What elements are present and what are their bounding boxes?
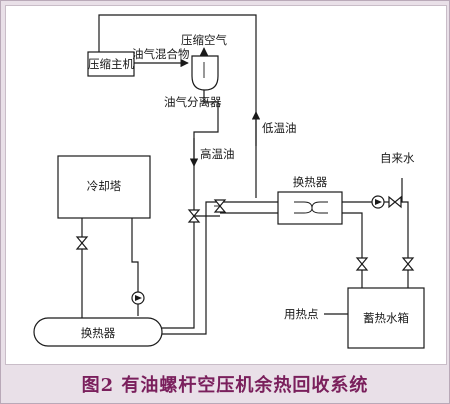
- pipe-cooling-left: [46, 218, 83, 329]
- oil-gas-mixture-label: 油气混合物: [132, 47, 190, 61]
- low-temp-oil-label: 低温油: [262, 121, 297, 135]
- valve-tank-right: [401, 257, 415, 271]
- compressed-air-label: 压缩空气: [181, 33, 227, 47]
- pipe-top-loop: [98, 14, 257, 198]
- pump-upper-loop: [371, 195, 385, 209]
- valve-three-way-right: [213, 199, 227, 213]
- cooling-tower-label: 冷却塔: [87, 179, 122, 193]
- valve-tap-water: [388, 195, 402, 209]
- pipe-hot-oil-down: [162, 176, 195, 329]
- figure-caption: 图2 有油螺杆空压机余热回收系统: [81, 375, 369, 396]
- storage-tank-label: 蓄热水箱: [363, 311, 409, 325]
- heat-user-label: 用热点: [284, 307, 319, 321]
- oil-gas-separator-vessel: [191, 55, 219, 91]
- compressor-host-label: 压缩主机: [88, 57, 134, 71]
- cooling-tower-box: [57, 155, 151, 219]
- valve-three-way-left: [187, 209, 201, 223]
- upper-heat-exchanger-label: 换热器: [293, 175, 328, 189]
- valve-tank-left: [355, 257, 369, 271]
- caption-bar: 图2 有油螺杆空压机余热回收系统: [5, 367, 445, 401]
- pipe-cooling-right: [131, 218, 139, 316]
- pipe-return-from-lower: [162, 201, 216, 335]
- lower-heat-exchanger-label: 换热器: [81, 326, 116, 340]
- pump-cooling-loop: [131, 291, 145, 305]
- upper-heat-exchanger-box: [277, 191, 343, 225]
- oil-gas-separator-label: 油气分离器: [164, 95, 222, 109]
- pipe-upper-hx-right-bottom: [342, 212, 363, 288]
- high-temp-oil-label: 高温油: [200, 147, 235, 161]
- diagram-panel: 压缩主机 油气混合物 压缩空气 油气分离器 低温油 高温油 冷却塔 换热器 自来…: [5, 5, 447, 365]
- upper-heat-exchanger-coil-2: [294, 201, 328, 214]
- pipe-tap-water-down: [402, 201, 409, 288]
- storage-tank-box: [347, 287, 425, 349]
- valve-cooling-loop: [75, 236, 89, 250]
- lower-heat-exchanger-vessel: [33, 317, 163, 347]
- system-diagram: 压缩主机 油气混合物 压缩空气 油气分离器 低温油 高温油 冷却塔 换热器 自来…: [33, 14, 425, 349]
- tap-water-label: 自来水: [380, 151, 415, 165]
- compressor-host-box: [87, 51, 135, 77]
